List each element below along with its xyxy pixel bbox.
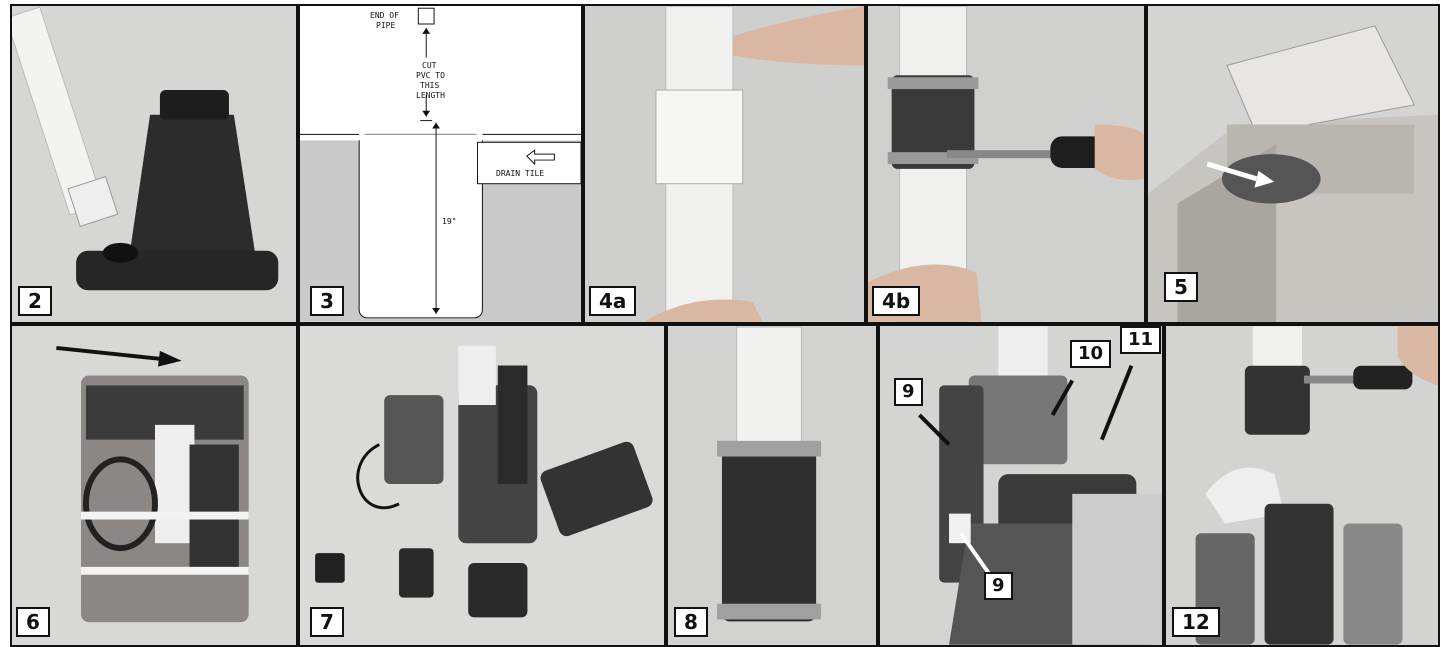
step-3-label: 3 [310, 286, 344, 316]
cut-note-line2: PVC TO [416, 71, 445, 80]
step-4b-label: 4b [872, 286, 921, 316]
depth-label: 19" [442, 217, 456, 226]
photo-pipe-coupler [585, 6, 864, 322]
pit-diagram [300, 6, 581, 322]
step-7-label: 7 [310, 607, 344, 637]
panel-step-8: 8 [666, 324, 878, 647]
step-6-label: 6 [16, 607, 50, 637]
photo-pump-with-pipe [12, 6, 296, 322]
photo-pump-assembly [880, 326, 1162, 645]
panel-steps-9-11: 9 9 10 11 [878, 324, 1164, 647]
step-5-label: 5 [1164, 272, 1198, 302]
cut-note-line3: THIS [420, 81, 439, 90]
panel-step-5: 5 [1146, 4, 1440, 324]
panel-step-4b: 4b [866, 4, 1146, 324]
step-12-label: 12 [1172, 607, 1220, 637]
cut-note-line1: CUT [422, 61, 437, 70]
callout-9-top: 9 [894, 378, 923, 406]
panel-step-7: 7 [298, 324, 666, 647]
photo-system-components [300, 326, 664, 645]
step-2-label: 2 [18, 286, 52, 316]
panel-step-2: 2 [10, 4, 298, 324]
panel-step-4a: 4a [583, 4, 866, 324]
callout-11: 11 [1120, 326, 1162, 354]
photo-tighten-clamp [868, 6, 1144, 322]
diagram-labels: END OF PIPE CUT PVC TO THIS LENGTH DRAIN… [370, 11, 544, 226]
callout-10: 10 [1070, 340, 1112, 368]
end-of-pipe-line1: END OF [370, 11, 399, 20]
end-of-pipe-line2: PIPE [376, 21, 395, 30]
cut-note-line4: LENGTH [416, 91, 445, 100]
photo-final-tighten [1166, 326, 1438, 645]
callout-9-bottom: 9 [984, 572, 1013, 600]
panel-step-12: 12 [1164, 324, 1440, 647]
photo-wrapped-pump [12, 326, 296, 645]
step-4a-label: 4a [589, 286, 637, 316]
drain-tile-label: DRAIN TILE [496, 169, 544, 178]
panel-step-6: 6 [10, 324, 298, 647]
photo-packaged-box [1148, 6, 1438, 322]
step-8-label: 8 [674, 607, 708, 637]
photo-coupling-on-pipe [668, 326, 876, 644]
panel-step-3-diagram: END OF PIPE CUT PVC TO THIS LENGTH DRAIN… [298, 4, 583, 324]
